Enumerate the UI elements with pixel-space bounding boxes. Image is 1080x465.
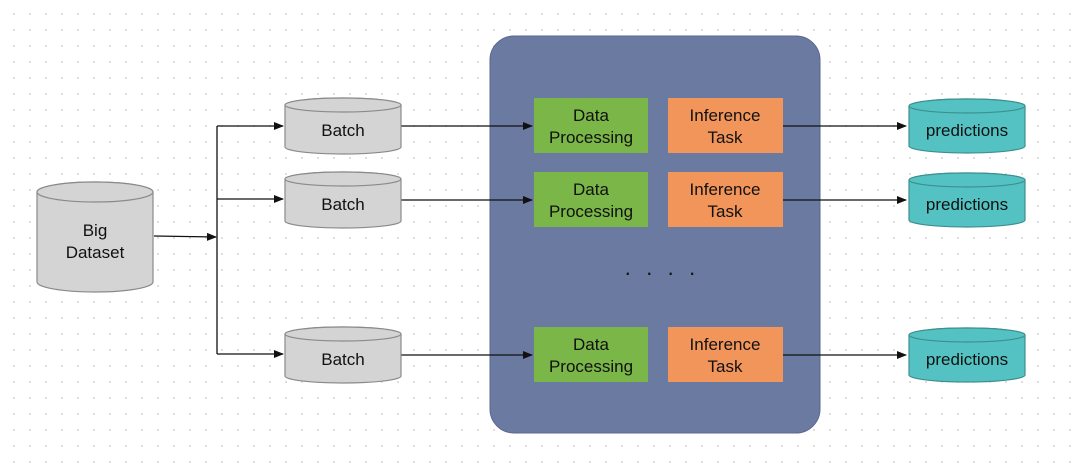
inference-task-label-line-1: Inference — [690, 180, 761, 199]
predictions-label: predictions — [926, 350, 1008, 369]
data-processing-label-line-1: Data — [573, 180, 609, 199]
batch-cylinder: Batch — [284, 326, 402, 384]
predictions-label: predictions — [926, 195, 1008, 214]
data-processing-box: Data Processing — [534, 327, 648, 382]
ellipsis-indicator: · · · · — [624, 260, 700, 285]
inference-task-label-line-2: Task — [708, 202, 743, 221]
data-processing-label-line-2: Processing — [549, 202, 633, 221]
big-dataset-label-line-2: Dataset — [66, 243, 125, 262]
inference-task-box: Inference Task — [668, 172, 783, 227]
inference-task-label-line-1: Inference — [690, 335, 761, 354]
data-processing-box: Data Processing — [534, 172, 648, 227]
predictions-cylinder: predictions — [908, 98, 1026, 154]
edge-source-to-split — [153, 232, 217, 241]
batch-cylinder: Batch — [284, 171, 402, 229]
inference-task-label-line-2: Task — [708, 128, 743, 147]
data-processing-label-line-1: Data — [573, 106, 609, 125]
data-processing-label-line-2: Processing — [549, 357, 633, 376]
batch-label: Batch — [321, 350, 364, 369]
inference-task-label-line-2: Task — [708, 357, 743, 376]
predictions-cylinder: predictions — [908, 327, 1026, 383]
inference-task-box: Inference Task — [668, 327, 783, 382]
inference-task-label-line-1: Inference — [690, 106, 761, 125]
batch-label: Batch — [321, 195, 364, 214]
predictions-cylinder: predictions — [908, 172, 1026, 228]
data-processing-box: Data Processing — [534, 98, 648, 153]
big-dataset-label-line-1: Big — [83, 221, 108, 240]
data-processing-label-line-2: Processing — [549, 128, 633, 147]
big-dataset-cylinder: Big Dataset — [36, 181, 154, 293]
batch-label: Batch — [321, 121, 364, 140]
inference-task-box: Inference Task — [668, 98, 783, 153]
batch-cylinder: Batch — [284, 97, 402, 155]
predictions-label: predictions — [926, 121, 1008, 140]
data-processing-label-line-1: Data — [573, 335, 609, 354]
connectors — [153, 122, 907, 359]
